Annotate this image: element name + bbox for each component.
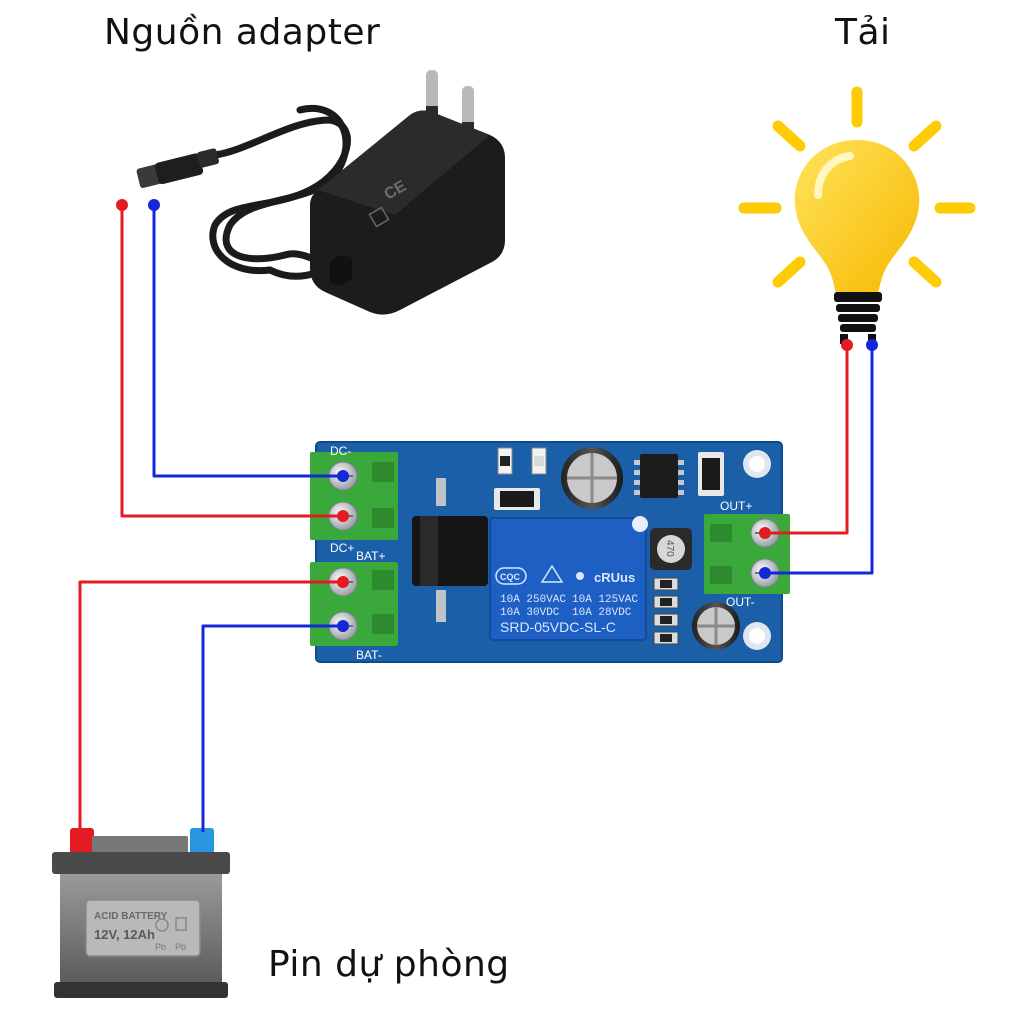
- relay-ru-mark: cRUus: [594, 570, 635, 585]
- wire-battery-positive: [78, 580, 343, 832]
- relay-rating-l1: 10A 250VAC: [500, 594, 566, 606]
- load-label: Tải: [835, 12, 891, 53]
- wire-load-negative: [765, 345, 874, 575]
- silk-dc-plus: DC+: [330, 541, 354, 555]
- relay-rating-l2: 10A 30VDC: [500, 607, 560, 619]
- relay-cert-mark: CQC: [500, 572, 521, 582]
- wire-end-dots: [116, 199, 878, 632]
- battery-spec-text: 12V, 12Ah: [94, 927, 155, 942]
- inductor-code: 470: [664, 540, 675, 557]
- ic-chip: [640, 454, 678, 498]
- dc-barrel-plug: [136, 148, 220, 188]
- silk-out-plus: OUT+: [720, 499, 752, 513]
- wire-battery-negative: [201, 624, 343, 832]
- bulb-rays: [738, 86, 976, 288]
- wire-adapter-negative: [152, 206, 343, 478]
- mounting-holes: [743, 450, 771, 650]
- light-bulb: [738, 86, 976, 344]
- battery-positive-terminal: [70, 828, 94, 854]
- silk-bat-plus: BAT+: [356, 549, 385, 563]
- wire-load-positive: [765, 345, 849, 535]
- wire-adapter-positive: [120, 206, 343, 518]
- relay: CQC cRUus 10A 250VAC 10A 125VAC 10A 30VD…: [489, 516, 648, 641]
- bulb-glass: [794, 140, 920, 292]
- battery-type-text: ACID BATTERY: [94, 911, 168, 922]
- smd-components: 470: [494, 447, 724, 645]
- silk-dc-minus: DC-: [330, 444, 351, 458]
- wires: [78, 206, 874, 832]
- battery-negative-terminal: [190, 828, 214, 854]
- dc-terminal-block: [310, 452, 398, 540]
- capacitor-large: [561, 447, 623, 509]
- bin-icon: [175, 917, 187, 931]
- ups-module-board: DC- DC+ BAT+ BAT- OUT+ OUT- CQC: [310, 441, 790, 663]
- bulb-base: [834, 292, 882, 344]
- silk-bat-minus: BAT-: [356, 648, 382, 662]
- power-adapter: CE: [136, 70, 505, 315]
- relay-model: SRD-05VDC-SL-C: [500, 619, 616, 635]
- silk-out-minus: OUT-: [726, 595, 755, 609]
- capacitor-small: [692, 602, 740, 650]
- battery-pb-mark-2: Pb: [175, 942, 186, 952]
- battery-pb-mark: Pb: [155, 942, 166, 952]
- battery-label: Pin dự phòng: [268, 944, 510, 985]
- relay-rating-r1: 10A 125VAC: [572, 594, 638, 606]
- warning-triangle-icon: [540, 564, 564, 583]
- battery-sticker: [85, 899, 201, 957]
- recycle-icon: [155, 918, 169, 932]
- adapter-label: Nguồn adapter: [104, 12, 381, 53]
- lead-acid-battery: ACID BATTERY 12V, 12Ah Pb Pb: [52, 828, 230, 998]
- bat-terminal-block: [310, 562, 398, 646]
- relay-rating-r2: 10A 28VDC: [572, 607, 632, 619]
- relay-dot-icon: [576, 572, 584, 580]
- power-diode: [412, 478, 488, 622]
- out-terminal-block: [704, 514, 790, 594]
